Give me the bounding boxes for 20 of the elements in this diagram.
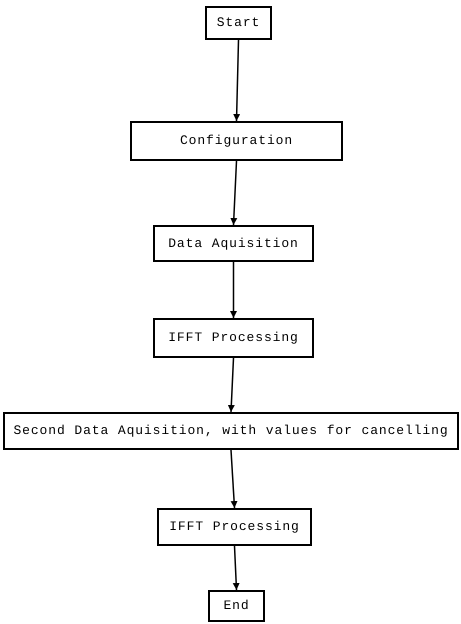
box-label: Start bbox=[216, 14, 260, 32]
box-label: IFFT Processing bbox=[168, 329, 299, 348]
process-box bbox=[157, 508, 312, 546]
process-box bbox=[153, 225, 314, 262]
box-label: Data Aquisition bbox=[168, 234, 299, 253]
process-box bbox=[205, 6, 272, 40]
box-label: Configuration bbox=[180, 132, 294, 150]
box-label: Second Data Aquisition, with values for cancelling bbox=[13, 422, 449, 440]
arrow bbox=[232, 546, 240, 590]
process-box bbox=[208, 590, 265, 622]
arrow bbox=[230, 262, 237, 318]
process-box bbox=[153, 318, 314, 358]
box-label: End bbox=[223, 597, 250, 616]
process-box bbox=[130, 121, 343, 161]
process-box bbox=[3, 412, 459, 450]
arrow bbox=[233, 40, 240, 122]
arrow bbox=[228, 358, 235, 412]
box-label: IFFT Processing bbox=[169, 518, 300, 536]
arrow bbox=[230, 160, 238, 226]
arrow bbox=[230, 450, 238, 508]
